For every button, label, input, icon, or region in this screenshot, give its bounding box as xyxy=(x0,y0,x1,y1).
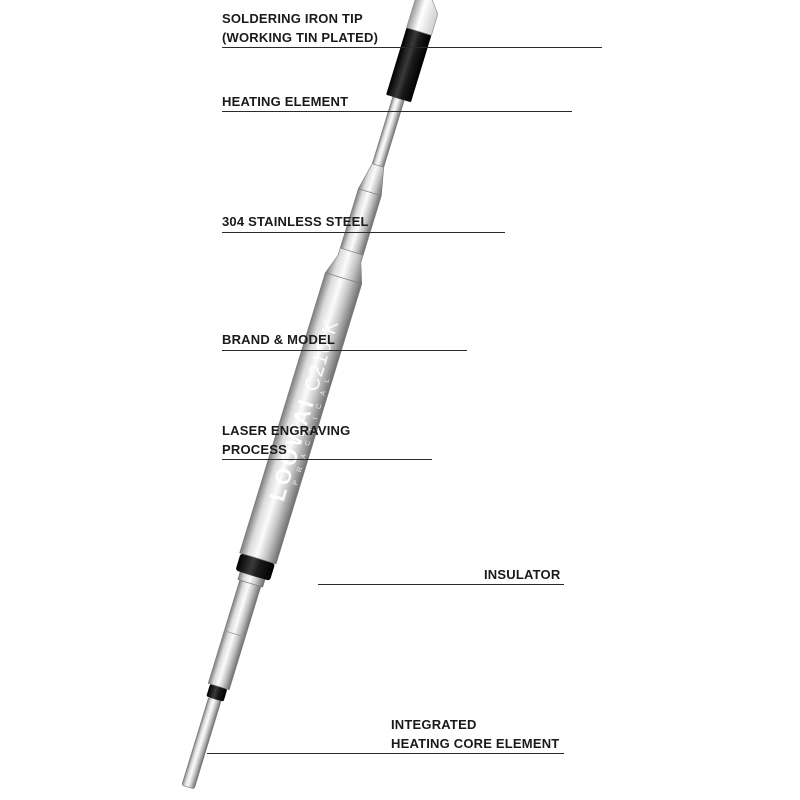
core-leader-line xyxy=(207,753,564,754)
tip-label-line1: SOLDERING IRON TIP xyxy=(222,11,363,26)
steel-leader-line xyxy=(222,232,505,233)
tin-plated-tip xyxy=(406,0,439,36)
insulator-ring xyxy=(236,553,275,581)
core-label: INTEGRATED HEATING CORE ELEMENT xyxy=(391,715,559,753)
core-label-line2: HEATING CORE ELEMENT xyxy=(391,736,560,751)
brand-leader-line xyxy=(222,350,467,351)
thin-rod xyxy=(371,96,405,168)
laser-label: LASER ENGRAVING PROCESS xyxy=(222,421,350,459)
insulator-leader-line xyxy=(318,584,564,585)
heating-element-black xyxy=(386,27,432,103)
steel-label-line1: 304 STAINLESS STEEL xyxy=(222,214,369,229)
heating-element-label: HEATING ELEMENT xyxy=(222,92,348,111)
laser-label-line1: LASER ENGRAVING xyxy=(222,423,351,438)
insulator-label-line1: INSULATOR xyxy=(484,567,561,582)
brand-label-line1: BRAND & MODEL xyxy=(222,332,336,347)
tip-label-line2: (WORKING TIN PLATED) xyxy=(222,30,379,45)
brand-label: BRAND & MODEL xyxy=(222,330,335,349)
laser-label-line2: PROCESS xyxy=(222,442,287,457)
heating-element-label-line1: HEATING ELEMENT xyxy=(222,94,349,109)
bottom-pin xyxy=(181,697,221,789)
laser-leader-line xyxy=(222,459,432,460)
lower-sleeve xyxy=(207,579,262,691)
steel-label: 304 STAINLESS STEEL xyxy=(222,212,369,231)
lower-black-ring xyxy=(206,684,227,702)
tip-label: SOLDERING IRON TIP (WORKING TIN PLATED) xyxy=(222,9,378,47)
tip-leader-line xyxy=(222,47,602,48)
core-label-line1: INTEGRATED xyxy=(391,717,477,732)
heating-element-leader-line xyxy=(222,111,572,112)
insulator-label: INSULATOR xyxy=(484,565,560,584)
